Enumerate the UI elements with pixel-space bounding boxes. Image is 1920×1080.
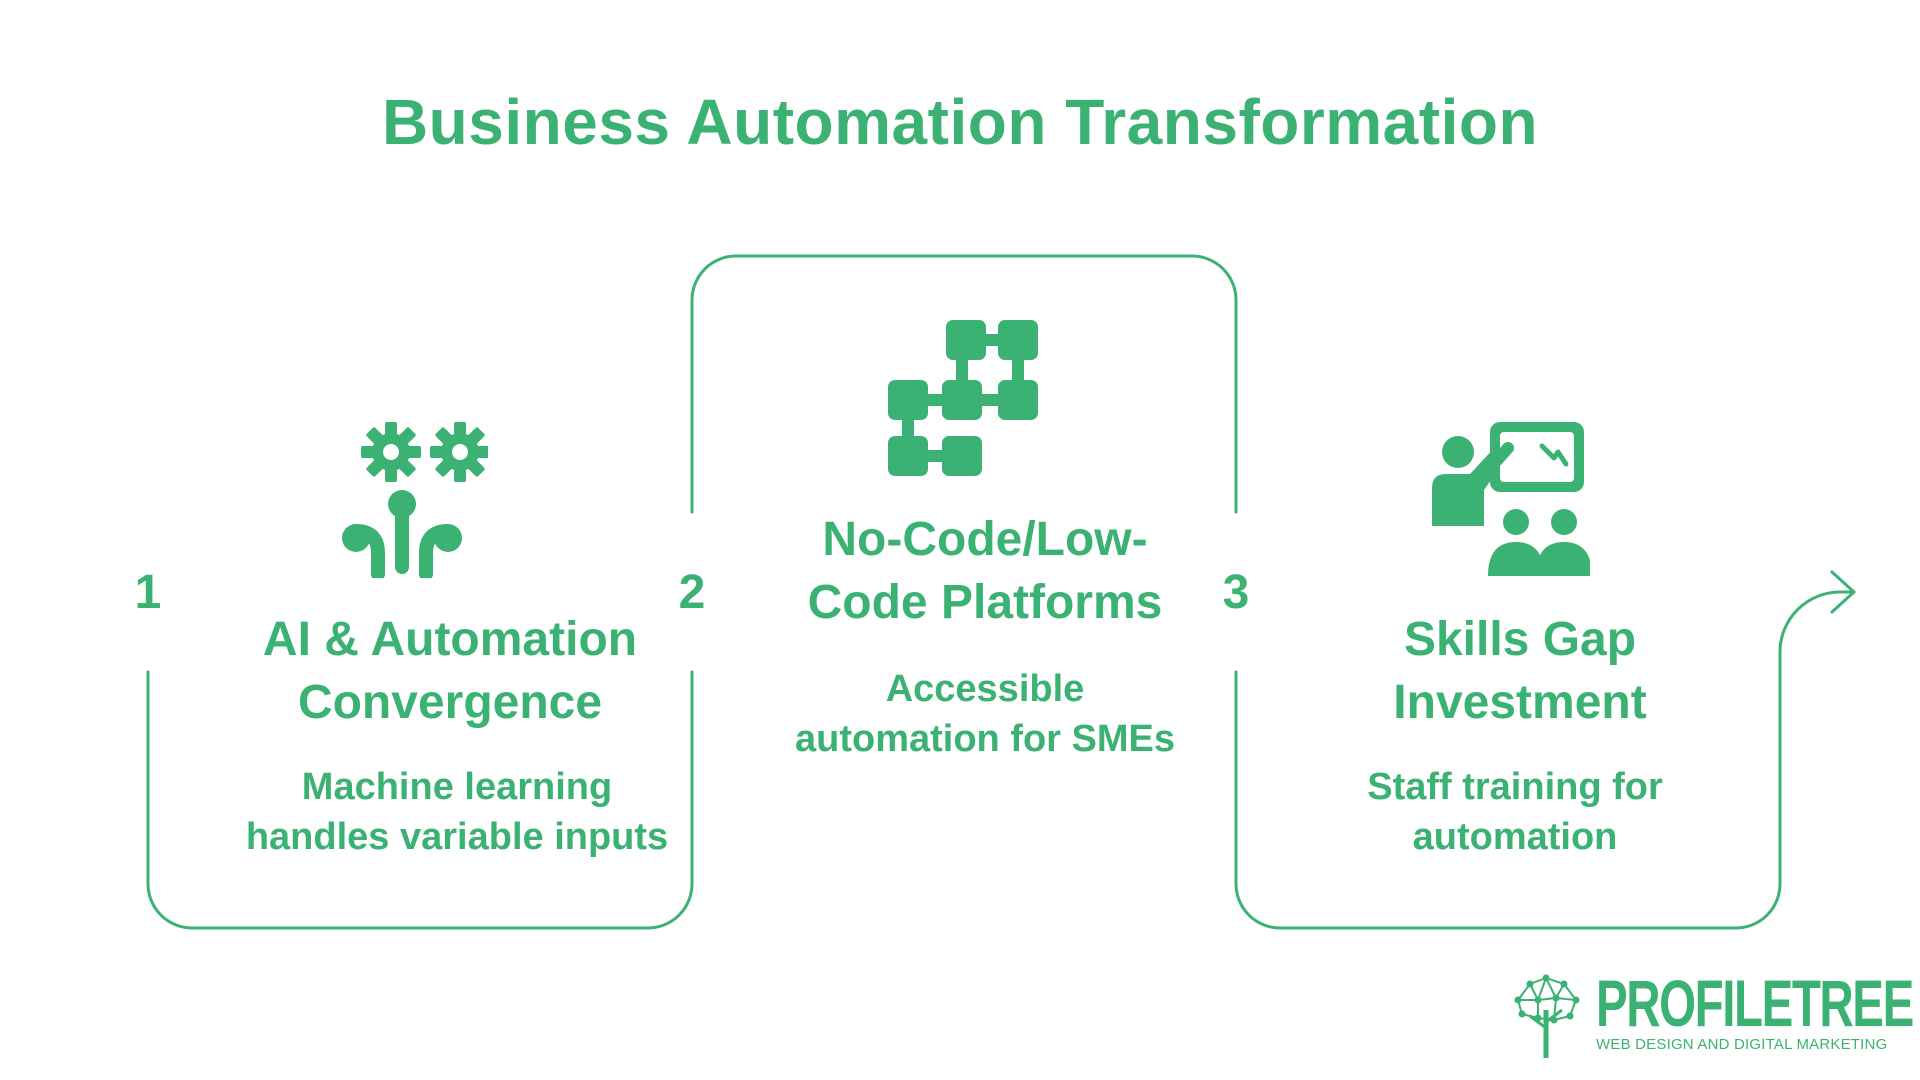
step-number-3: 3: [1222, 566, 1250, 619]
workflow-blocks-icon: [886, 318, 1040, 478]
step-3-title-line2: Investment: [1393, 676, 1647, 729]
step-number-2: 2: [678, 566, 706, 619]
logo-tagline: WEB DESIGN AND DIGITAL MARKETING: [1596, 1036, 1888, 1053]
step-2-title-line2: Code Platforms: [807, 576, 1163, 629]
step-2-desc-line1: Accessible: [885, 668, 1085, 710]
step-3-title: Skills Gap Investment: [1280, 608, 1760, 734]
page-title: Business Automation Transformation: [381, 86, 1539, 158]
presentation-training-icon: [1430, 418, 1592, 578]
profiletree-logo: PROFILETREE WEB DESIGN AND DIGITAL MARKE…: [1508, 968, 1914, 1060]
step-2-title: No-Code/Low- Code Platforms: [745, 508, 1225, 634]
step-1-title: AI & Automation Convergence: [210, 608, 690, 734]
step-1-description: Machine learning handles variable inputs: [217, 762, 697, 862]
arrow-head-icon: [1830, 570, 1856, 614]
gears-network-icon: [338, 418, 490, 581]
flow-connector-line: [146, 254, 1856, 930]
step-2-title-line1: No-Code/Low-: [822, 513, 1148, 566]
step-3-title-line1: Skills Gap: [1403, 613, 1637, 666]
step-3-desc-line1: Staff training for: [1367, 766, 1663, 808]
step-1-title-line2: Convergence: [297, 676, 603, 729]
step-1-desc-line2: handles variable inputs: [245, 816, 669, 858]
tree-logo-icon: [1514, 974, 1580, 1058]
step-1-title-line1: AI & Automation: [262, 613, 638, 666]
logo-wordmark: PROFILETREE: [1596, 966, 1914, 1040]
step-number-1: 1: [134, 566, 162, 619]
step-1-desc-line1: Machine learning: [301, 766, 613, 808]
step-3-description: Staff training for automation: [1275, 762, 1755, 862]
step-3-desc-line2: automation: [1412, 816, 1618, 858]
step-2-desc-line2: automation for SMEs: [794, 718, 1176, 760]
step-2-description: Accessible automation for SMEs: [745, 664, 1225, 764]
